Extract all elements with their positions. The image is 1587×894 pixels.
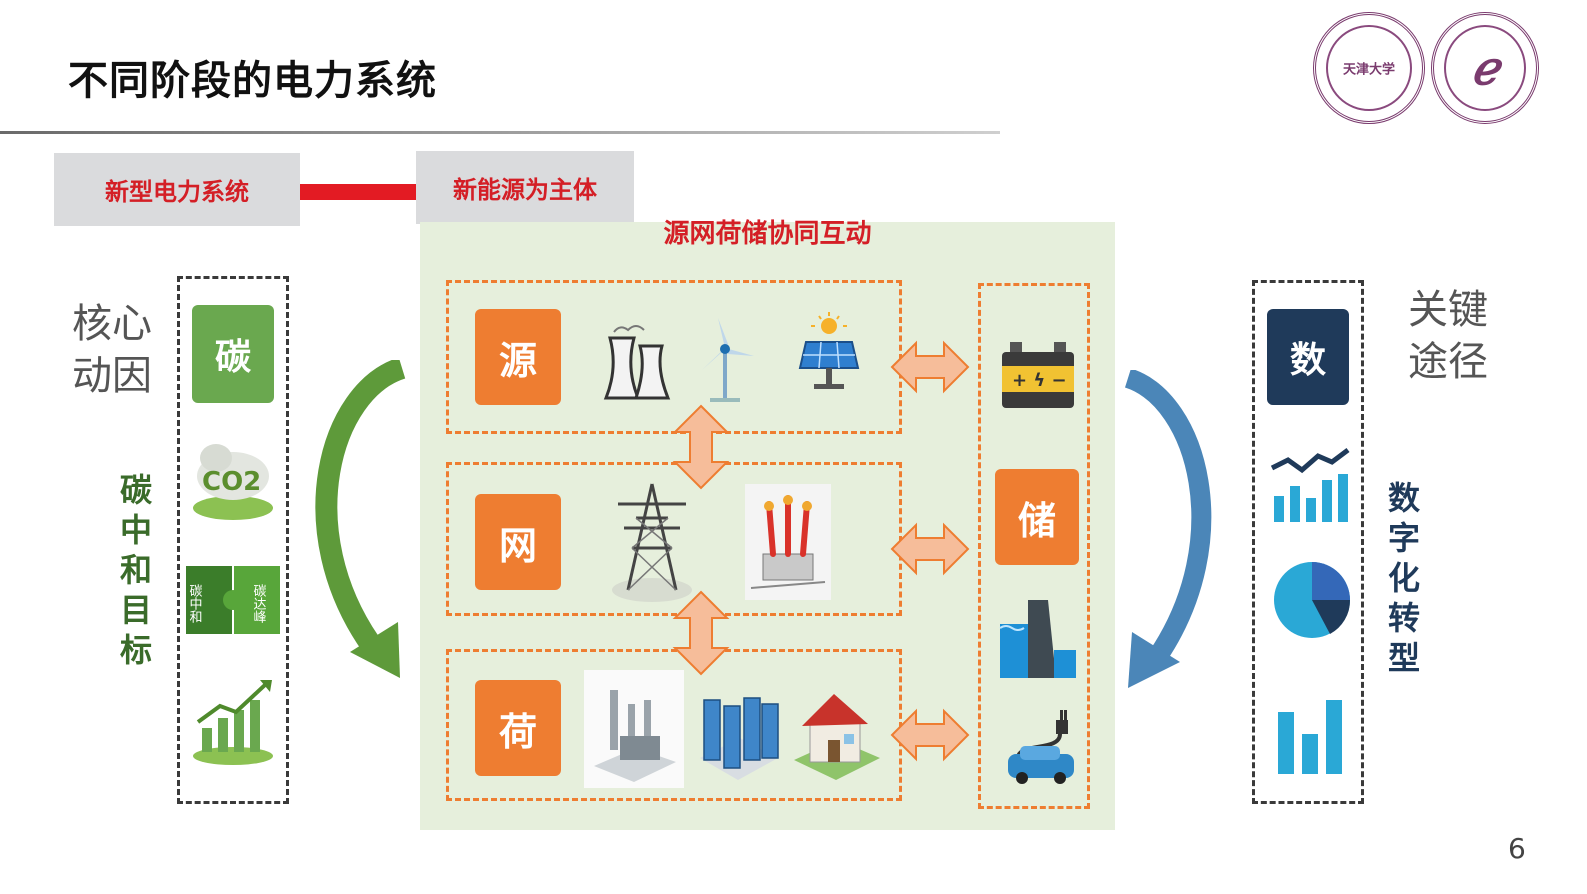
cooling-tower-icon	[596, 318, 676, 400]
core-driver-heading: 核心 动因	[72, 298, 152, 402]
source-storage-arrow-icon	[890, 340, 970, 394]
core-driver-line-1: 核心	[72, 301, 152, 347]
load-label: 荷	[475, 680, 561, 776]
ev-charging-icon	[998, 700, 1082, 784]
page-number: 6	[1508, 832, 1526, 865]
core-driver-line-2: 动因	[72, 353, 152, 399]
digital-badge: 数	[1267, 309, 1349, 405]
university-logo: 天津大学	[1313, 12, 1425, 124]
renewable-main-box: 新能源为主体	[416, 151, 634, 224]
puzzle-icon: 碳中和 碳达峰	[184, 562, 282, 638]
carbon-column	[177, 276, 289, 804]
wind-turbine-icon	[690, 314, 760, 404]
data-center-icon	[692, 680, 784, 784]
panel-subtitle: 源网荷储协同互动	[663, 219, 872, 249]
department-logo-ring	[1444, 25, 1526, 111]
hydro-dam-icon	[998, 594, 1078, 678]
department-logo-text: ℯ	[1471, 41, 1499, 95]
load-storage-arrow-icon	[890, 708, 970, 762]
key-path-line-1: 关键	[1408, 287, 1488, 333]
new-power-system-box: 新型电力系统	[54, 153, 300, 226]
university-logo-ring	[1326, 25, 1412, 111]
substation-icon	[745, 484, 831, 600]
co2-cloud-icon: CO2	[190, 430, 276, 524]
battery-icon: + ϟ −	[998, 336, 1078, 416]
carbon-neutral-goal-label: 碳中和目标	[119, 471, 152, 669]
grid-storage-arrow-icon	[890, 522, 970, 576]
svg-text:+ ϟ −: + ϟ −	[1012, 370, 1067, 391]
house-icon	[788, 676, 884, 784]
key-path-line-2: 途径	[1408, 339, 1488, 385]
storage-label: 储	[995, 469, 1079, 565]
key-path-heading: 关键 途径	[1408, 284, 1488, 388]
right-flow-arrow-icon	[1124, 368, 1228, 690]
puzzle-right-text: 碳达峰	[251, 584, 267, 623]
solar-panel-icon	[790, 312, 868, 394]
transmission-tower-icon	[608, 478, 696, 604]
left-flow-arrow-icon	[300, 357, 410, 680]
factory-icon	[584, 670, 684, 788]
co2-text: CO2	[202, 467, 261, 497]
title-divider	[0, 131, 1000, 134]
digital-transformation-label: 数字化转型	[1387, 479, 1420, 677]
header-connector	[300, 184, 416, 200]
page-title: 不同阶段的电力系统	[68, 58, 437, 104]
department-logo: ℯ	[1431, 12, 1539, 124]
grid-label: 网	[475, 494, 561, 590]
source-grid-arrow-icon	[672, 404, 730, 490]
puzzle-left-text: 碳中和	[187, 584, 203, 623]
digital-column	[1252, 280, 1364, 804]
line-bar-chart-icon	[1268, 446, 1352, 526]
growth-chart-icon	[190, 676, 276, 766]
bar-chart-icon	[1272, 694, 1352, 778]
carbon-badge: 碳	[192, 305, 274, 403]
source-label: 源	[475, 309, 561, 405]
load-row	[446, 649, 902, 801]
grid-load-arrow-icon	[672, 590, 730, 676]
storage-column	[978, 283, 1090, 809]
pie-chart-icon	[1272, 558, 1352, 642]
university-logo-text: 天津大学	[1342, 62, 1395, 78]
grid-row	[446, 462, 902, 616]
